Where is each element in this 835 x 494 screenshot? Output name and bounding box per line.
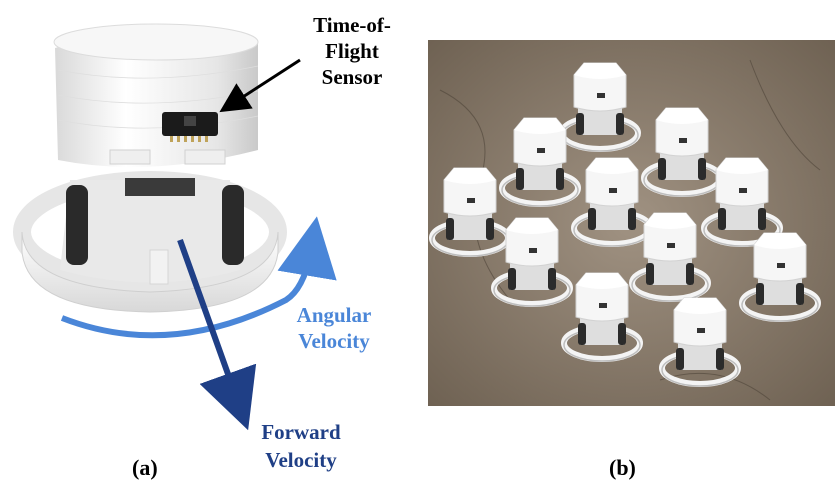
right-wheel — [222, 185, 244, 265]
swarm-photo — [428, 40, 835, 406]
caption-b: (b) — [609, 455, 636, 480]
sensor-pointer-arrow — [219, 58, 301, 113]
angular-velocity-label: Angular Velocity — [284, 302, 384, 354]
tof-sensor-label: Time-of- Flight Sensor — [292, 12, 412, 90]
panel-b-robot-swarm: (b) — [420, 0, 835, 494]
forward-velocity-label: Forward Velocity — [246, 418, 356, 474]
tof-sensor-pins — [170, 136, 208, 142]
angular-velocity-arrow — [60, 216, 337, 339]
tof-label-line1: Time-of- — [313, 13, 391, 37]
lower-chassis — [60, 180, 240, 283]
robot-top-cap — [53, 23, 259, 61]
left-wheel — [66, 185, 88, 265]
tof-label-line3: Sensor — [321, 65, 383, 89]
angular-label-line2: Velocity — [298, 329, 370, 353]
caption-a: (a) — [132, 455, 158, 480]
mount-tab-left — [109, 149, 151, 165]
bumper-spoke — [149, 249, 169, 285]
robot-illustration — [13, 23, 337, 431]
tof-sensor-chip — [184, 116, 196, 126]
angular-label-line1: Angular — [296, 303, 372, 327]
forward-label-line2: Velocity — [265, 448, 337, 472]
tof-label-line2: Flight — [325, 39, 379, 63]
panel-a-single-robot: Time-of- Flight Sensor Angular Velocity … — [13, 12, 412, 480]
electronics-slot — [125, 178, 195, 196]
forward-label-line1: Forward — [261, 420, 341, 444]
mount-tab-right — [184, 149, 226, 165]
forward-velocity-arrow — [177, 238, 257, 431]
